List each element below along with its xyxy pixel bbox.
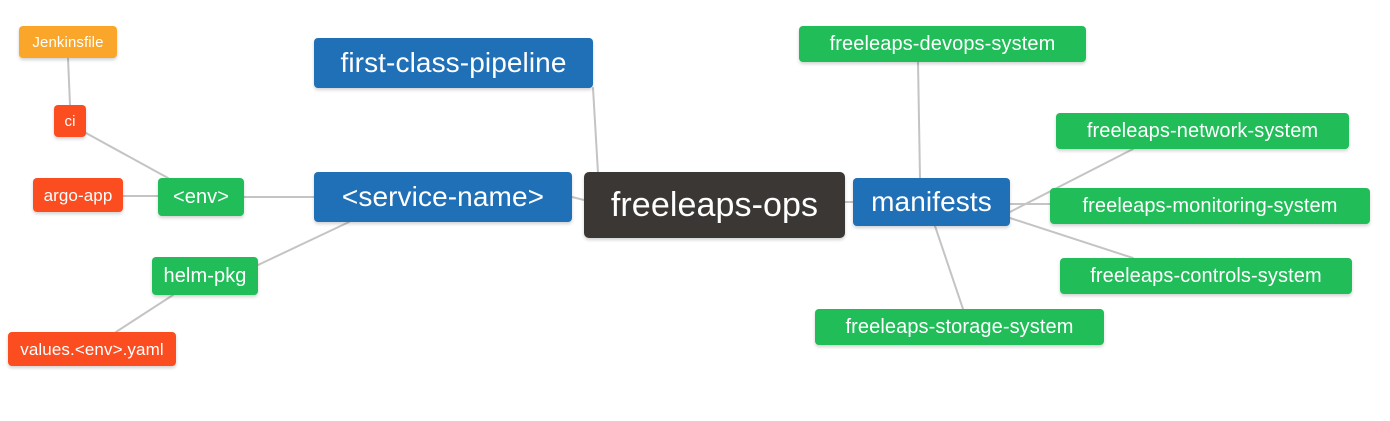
mindmap-node-manifests[interactable]: manifests (853, 178, 1010, 226)
mindmap-node-valuesyaml[interactable]: values.<env>.yaml (8, 332, 176, 366)
mindmap-node-network[interactable]: freeleaps-network-system (1056, 113, 1349, 149)
edge-manifests-to-controls (1009, 217, 1134, 259)
edge-service-to-helmpkg (257, 221, 350, 266)
edge-manifests-to-devops (917, 61, 921, 179)
mindmap-node-storage[interactable]: freeleaps-storage-system (815, 309, 1104, 345)
edge-manifests-to-storage (934, 225, 964, 310)
mindmap-node-service[interactable]: <service-name> (314, 172, 572, 222)
mindmap-node-devops[interactable]: freeleaps-devops-system (799, 26, 1086, 62)
edge-env-to-ci (85, 132, 169, 179)
edge-ci-to-jenkinsfile (67, 57, 71, 106)
edge-helmpkg-to-valuesyaml (115, 294, 174, 333)
mindmap-node-helmpkg[interactable]: helm-pkg (152, 257, 258, 295)
edge-root-to-service (571, 196, 585, 201)
mindmap-node-jenkinsfile[interactable]: Jenkinsfile (19, 26, 117, 58)
mindmap-node-pipeline[interactable]: first-class-pipeline (314, 38, 593, 88)
edge-root-to-pipeline (592, 87, 599, 174)
mindmap-node-root[interactable]: freeleaps-ops (584, 172, 845, 238)
mindmap-node-controls[interactable]: freeleaps-controls-system (1060, 258, 1352, 294)
mindmap-node-env[interactable]: <env> (158, 178, 244, 216)
mindmap-node-ci[interactable]: ci (54, 105, 86, 137)
mindmap-node-monitoring[interactable]: freeleaps-monitoring-system (1050, 188, 1370, 224)
mindmap-node-argoapp[interactable]: argo-app (33, 178, 123, 212)
